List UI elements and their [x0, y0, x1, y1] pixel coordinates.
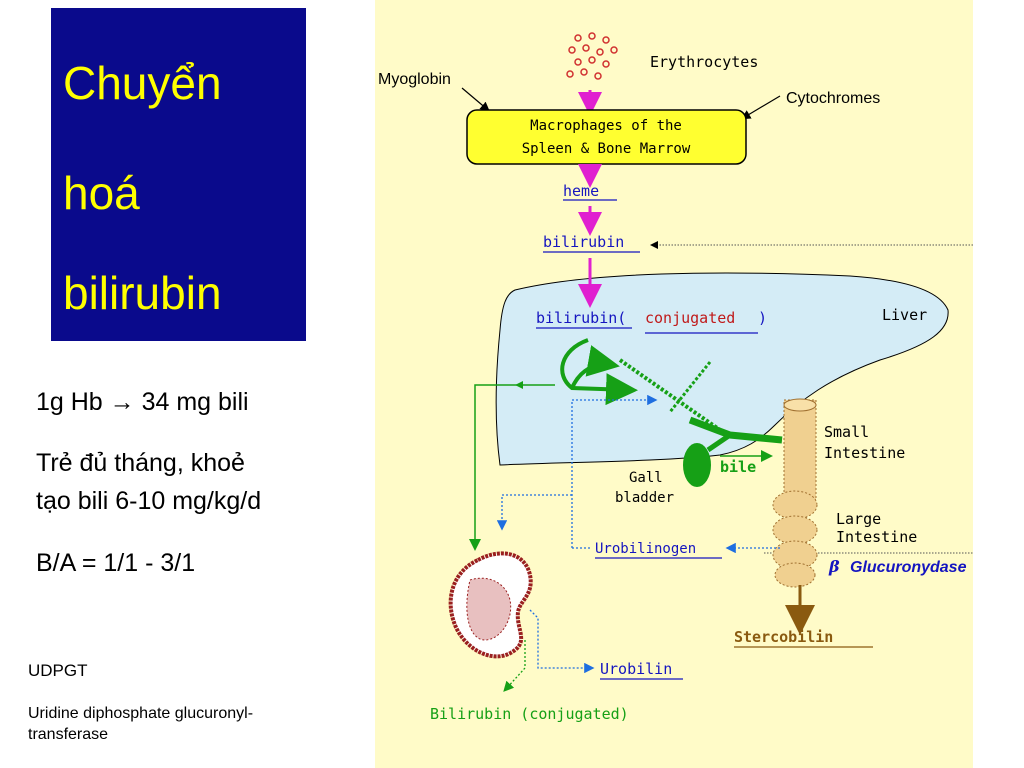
macrophages-box — [466, 109, 747, 165]
erythrocyte-cells — [566, 32, 618, 80]
myoglobin-label: Myoglobin — [378, 71, 451, 88]
glucuronydase-label: Glucuronydase — [850, 559, 967, 576]
stercobilin-label: Stercobilin — [734, 628, 833, 646]
large-intestine — [772, 490, 818, 588]
urobilinogen-return-liver — [571, 394, 658, 548]
liver-label: Liver — [882, 306, 927, 324]
udpgt-full-1: Uridine diphosphate glucuronyl- — [28, 705, 254, 722]
fact-hb-bili: 1g Hb → 34 mg bili — [36, 388, 249, 416]
udpgt-abbr: UDPGT — [28, 661, 88, 680]
gall-label: Gall — [629, 470, 663, 486]
cytochromes-pointer — [740, 95, 781, 120]
heme-label: heme — [563, 182, 599, 200]
bilirubin-metabolism-diagram: Erythrocytes Myoglobin Cytochromes Macro… — [375, 0, 973, 768]
enterohepatic-return-line — [656, 244, 973, 554]
cytochromes-label: Cytochromes — [786, 90, 880, 107]
green-to-kidney-line — [469, 384, 555, 551]
fact-newborn-2: tạo bili 6-10 mg/kg/d — [36, 487, 262, 515]
title-line-1: Chuyển — [63, 57, 222, 109]
macrophages-line-1: Macrophages of the — [530, 118, 682, 134]
myoglobin-pointer — [461, 87, 490, 112]
bilirubin-label: bilirubin — [543, 233, 624, 251]
small-intestine — [783, 399, 817, 501]
fact-ba-ratio: B/A = 1/1 - 3/1 — [36, 549, 196, 577]
gall-bladder — [683, 443, 711, 487]
urobilin-label: Urobilin — [600, 660, 672, 678]
udpgt-full-2: transferase — [28, 726, 109, 743]
fact-newborn-1: Trẻ đủ tháng, khoẻ — [36, 449, 245, 477]
title-line-2: hoá — [63, 167, 140, 219]
large-intestine-label: Intestine — [836, 528, 917, 546]
kidney-bilirubin-label: Bilirubin (conjugated) — [430, 705, 629, 723]
erythrocytes-label: Erythrocytes — [650, 53, 758, 71]
bladder-label: bladder — [615, 490, 674, 506]
cystic-duct — [706, 432, 732, 453]
small-label: Small — [824, 423, 869, 441]
urobilinogen-label: Urobilinogen — [595, 541, 696, 557]
beta-symbol: β — [828, 557, 840, 576]
small-intestine-label: Intestine — [824, 444, 905, 462]
title-box: Chuyển hoá bilirubin — [51, 8, 306, 341]
to-kidney-bilirubin-line — [503, 640, 526, 692]
bile-label: bile — [720, 458, 756, 476]
bilirubin-conj-prefix: bilirubin( — [536, 309, 626, 327]
bilirubin-conj-suffix: ) — [758, 309, 767, 327]
to-urobilin-line — [529, 609, 595, 674]
macrophages-line-2: Spleen & Bone Marrow — [522, 141, 691, 157]
bile-duct-2 — [668, 361, 712, 413]
bile-duct-1 — [618, 358, 722, 432]
urobilinogen-to-kidney — [496, 494, 572, 531]
bile-flow-curve-2 — [570, 345, 620, 389]
title-line-3: bilirubin — [63, 267, 222, 319]
large-label: Large — [836, 510, 881, 528]
conjugated-label: conjugated — [645, 309, 735, 327]
